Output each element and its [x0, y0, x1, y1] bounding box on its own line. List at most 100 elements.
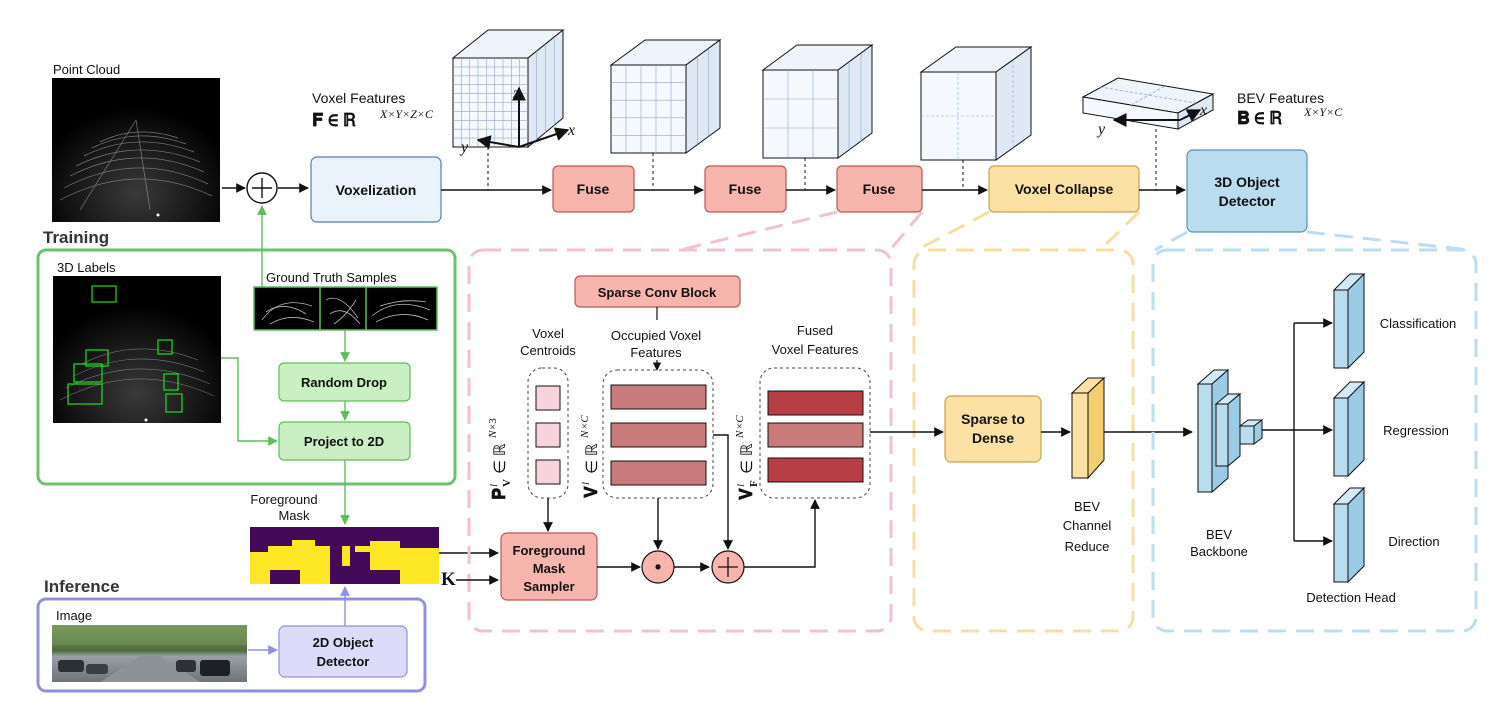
voxelization-label: Voxelization [336, 182, 417, 198]
bev-channel-reduce-block [1070, 376, 1106, 480]
object-detector-2d-box [278, 625, 408, 678]
sparse-conv-block-label: Sparse Conv Block [598, 285, 717, 300]
pv-rest: ∈ ℝ [492, 443, 509, 474]
ground-truth-boxes [67, 285, 183, 413]
gt-samples-label: Ground Truth Samples [266, 270, 397, 285]
voxel-centroids-line2: Centroids [520, 343, 576, 358]
voxel-centroids-line1: Voxel [532, 326, 564, 341]
bev-axis-y-label: y [1096, 121, 1106, 138]
voxel-features-sup: X×Y×Z×C [379, 107, 434, 121]
occupied-row-1 [610, 384, 707, 410]
pv-sub: V [501, 479, 513, 487]
vl-rest: ∈ ℝ [584, 443, 601, 474]
object-detector-2d-line1: 2D Object [313, 635, 374, 650]
bev-features-math: 𝐁 ∈ ℝ [1237, 108, 1282, 128]
foreground-mask-label-line2: Mask [278, 508, 310, 523]
dot-op-glyph: • [655, 557, 661, 577]
fused-row-3 [767, 457, 864, 483]
occupied-row-2 [610, 422, 707, 448]
occupied-row-3 [610, 460, 707, 486]
centroid-cell-2 [535, 422, 561, 448]
detector-detail-panel [1151, 248, 1478, 633]
voxel-grid-cube-3 [761, 44, 874, 159]
inference-image [52, 625, 247, 682]
point-cloud-panel: Point Cloud [52, 62, 220, 222]
occupied-features-line1: Occupied Voxel [611, 328, 701, 343]
object-detector-3d-box [1186, 149, 1308, 233]
vf-sub: F [748, 480, 760, 487]
voxel-features-label: Voxel Features [312, 90, 405, 106]
axis-y-label: y [459, 139, 469, 156]
training-panel [36, 248, 457, 486]
bev-feature-slab: x y [1081, 77, 1215, 138]
vf-sup-c: ×C [734, 415, 746, 430]
arrow-occupied-sum [713, 434, 733, 550]
centroid-cell-1 [535, 385, 561, 411]
axis-x-arrow [518, 127, 570, 148]
classification-block [1332, 272, 1366, 370]
lidar-scanlines [59, 119, 213, 211]
sum-node-top [246, 172, 278, 204]
axis-z-label: z [512, 85, 520, 102]
fuse-box-3 [836, 165, 923, 213]
collapse-detail-panel [912, 248, 1135, 633]
random-drop-label: Random Drop [301, 375, 387, 390]
fuse-label-3: Fuse [863, 181, 896, 197]
fuse-box-1 [552, 165, 635, 213]
arrow-labels-project [221, 357, 278, 446]
vf-math: 𝐕 [736, 487, 756, 501]
sampler-line3: Sampler [523, 579, 574, 594]
image-label: Image [56, 608, 92, 623]
sparse-to-dense-line2: Dense [972, 430, 1014, 446]
sampler-line2: Mask [533, 561, 566, 576]
bev-features-text: BEV Features 𝐁 ∈ ℝ X×Y×C [1237, 90, 1343, 128]
project-2d-label: Project to 2D [304, 434, 384, 449]
direction-label: Direction [1388, 534, 1439, 549]
pv-sup-dims: ×3 [487, 418, 499, 430]
inference-panel [36, 597, 427, 693]
bev-backbone-line2: Backbone [1190, 544, 1248, 559]
vf-sup-n: N [734, 430, 746, 439]
pv-sup-n: N [487, 430, 499, 439]
fused-row-1 [767, 390, 864, 416]
regression-block [1332, 380, 1366, 478]
voxel-grid-cube-2 [609, 39, 722, 154]
foreground-mask-image [250, 527, 439, 584]
gt-samples-strip [253, 286, 438, 331]
foreground-mask-label-line1: Foreground [250, 492, 317, 507]
vf-rest: ∈ ℝ [739, 443, 756, 474]
cube-drop-lines [487, 129, 1157, 190]
vl-l-sup: l [580, 482, 592, 485]
sampler-line1: Foreground [513, 543, 586, 558]
zoom-connectors [679, 210, 1471, 252]
sparse-to-dense-line1: Sparse to [961, 411, 1025, 427]
object-detector-3d-line1: 3D Object [1214, 174, 1280, 190]
pv-notation: 𝐏 l V ∈ ℝ N ×3 [487, 418, 513, 500]
bev-axis-x-label: x [1199, 102, 1207, 119]
fusion-detail-panel [467, 248, 893, 633]
fuse-label-2: Fuse [729, 181, 762, 197]
vl-math: 𝐕 [581, 485, 601, 499]
vf-l-sup: l [735, 484, 747, 487]
classification-label: Classification [1380, 316, 1457, 331]
sparse-to-dense-box [944, 395, 1042, 463]
vl-sup-c: ×C [579, 415, 591, 430]
bev-backbone-line1: BEV [1206, 527, 1232, 542]
voxel-grid-cube-1: z x y [451, 28, 575, 156]
voxel-grid-cube-4 [919, 46, 1033, 161]
bev-channel-reduce-line1: BEV [1074, 499, 1100, 514]
voxel-features-text: Voxel Features 𝐅 ∈ ℝ X×Y×Z×C [312, 90, 434, 130]
fuse-label-1: Fuse [577, 181, 610, 197]
vl-sup-n: N [579, 430, 591, 439]
detection-head-label: Detection Head [1306, 590, 1396, 605]
bev-backbone-block [1196, 368, 1264, 494]
bev-channel-reduce-line2: Channel [1063, 518, 1112, 533]
centroid-cell-3 [535, 459, 561, 485]
labels-3d-label: 3D Labels [57, 260, 116, 275]
fused-features-line1: Fused [797, 323, 833, 338]
fused-features-line2: Voxel Features [772, 342, 859, 357]
bev-features-sup: X×Y×C [1303, 105, 1343, 119]
labels-3d-image [53, 276, 221, 423]
voxel-collapse-box [988, 165, 1140, 213]
